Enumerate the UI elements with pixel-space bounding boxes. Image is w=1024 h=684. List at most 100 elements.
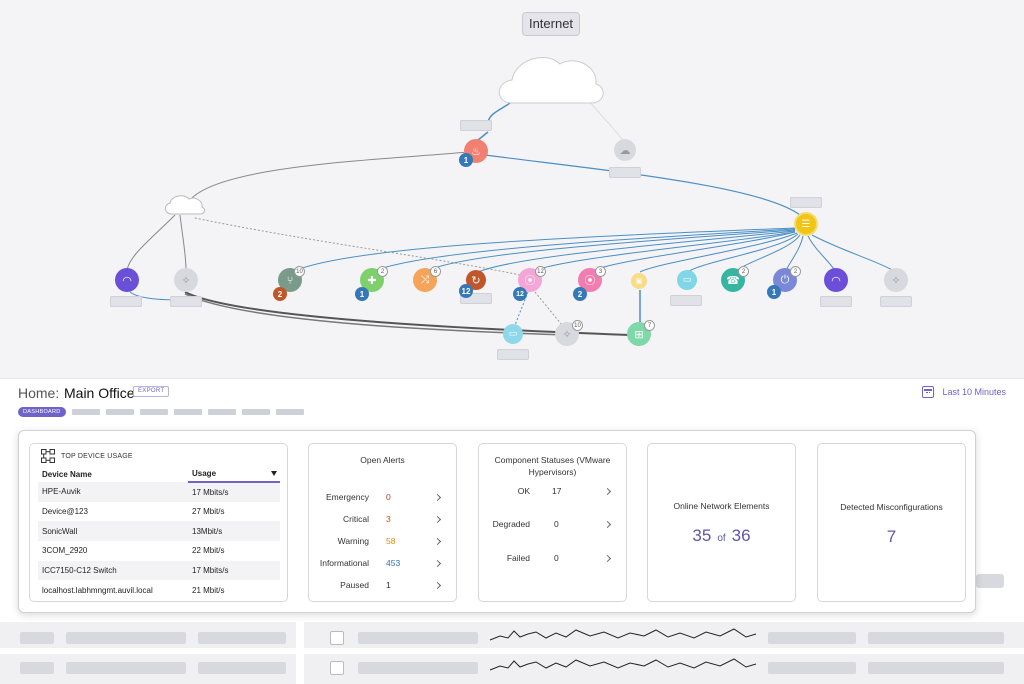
- dashboard-panel: TOP DEVICE USAGE Device Name Usage HPE-A…: [18, 430, 976, 613]
- total-count: 36: [731, 526, 751, 545]
- device-count-badge: 2: [790, 266, 801, 277]
- tab-placeholder[interactable]: [241, 409, 270, 415]
- online-count: 35: [692, 526, 712, 545]
- component-statuses-title: Component Statuses (VMware Hypervisors): [479, 454, 626, 478]
- status-row-ok[interactable]: OK 17: [479, 486, 626, 498]
- row-checkbox[interactable]: [330, 631, 344, 645]
- network-topology-map[interactable]: Internet ♨ 1 ☁ ☰ ◠ ✧ ⑂ 10 2 ✚ 2 1 ⤨ 6 ↻ …: [0, 0, 1024, 378]
- node-label-placeholder: [460, 293, 492, 304]
- unmanaged-node[interactable]: ✧: [174, 268, 198, 292]
- column-header-usage[interactable]: Usage: [188, 466, 280, 483]
- row-placeholder: [768, 662, 856, 674]
- row-placeholder: [198, 662, 286, 674]
- plug-icon: ⏻: [780, 273, 790, 286]
- phone-node[interactable]: ☎: [721, 268, 745, 292]
- time-range-selector[interactable]: Last 10 Minutes: [922, 386, 1006, 398]
- alert-label: Informational: [319, 558, 369, 568]
- title-line: Component Statuses (VMware: [494, 455, 611, 465]
- status-label: OK: [517, 486, 530, 496]
- tab-placeholder[interactable]: [173, 409, 202, 415]
- usage-card-header: TOP DEVICE USAGE: [41, 449, 133, 463]
- row-placeholder: [66, 632, 186, 644]
- device-name-cell: ICC7150-C12 Switch: [38, 560, 188, 581]
- monitor-node[interactable]: ▭: [677, 270, 697, 290]
- usage-card-title: TOP DEVICE USAGE: [61, 452, 133, 460]
- device-count-badge: 12: [535, 266, 546, 277]
- tab-dashboard[interactable]: DASHBOARD: [18, 407, 66, 417]
- cloud-icon: ☁: [619, 143, 631, 157]
- page-title: Main Office: [64, 385, 135, 401]
- chevron-right-icon: [433, 515, 442, 524]
- node-count-badge: 1: [355, 287, 369, 301]
- row-placeholder: [20, 662, 54, 674]
- row-placeholder: [20, 632, 54, 644]
- tab-placeholder[interactable]: [139, 409, 168, 415]
- device-icon: ▣: [635, 277, 643, 285]
- shuffle-node[interactable]: ⤨: [413, 268, 437, 292]
- wifi-icon: ⦿: [584, 274, 596, 287]
- monitor-node[interactable]: ▭: [503, 324, 523, 344]
- usage-cell: 17 Mbits/s: [188, 560, 280, 581]
- monitor-icon: ▭: [682, 275, 692, 285]
- small-device-node[interactable]: ▣: [631, 273, 647, 289]
- device-name-cell: SonicWall: [38, 521, 188, 542]
- cloud-device-node[interactable]: ☁: [614, 139, 636, 161]
- node-label-placeholder: [609, 167, 641, 178]
- detected-misconfigurations-card[interactable]: Detected Misconfigurations 7: [817, 443, 966, 602]
- server-icon: ☰: [801, 218, 811, 230]
- gauge-node[interactable]: ◠: [824, 268, 848, 292]
- hub-switch-node[interactable]: ☰: [794, 212, 818, 236]
- chevron-right-icon: [433, 559, 442, 568]
- alert-label: Warning: [337, 536, 369, 546]
- alert-row-emergency[interactable]: Emergency 0: [309, 492, 456, 504]
- alert-row-warning[interactable]: Warning 58: [309, 536, 456, 548]
- tab-placeholder[interactable]: [105, 409, 134, 415]
- unmanaged-node[interactable]: ✧: [884, 268, 908, 292]
- refresh-icon: ↻: [471, 273, 481, 287]
- tab-placeholder[interactable]: [207, 409, 236, 415]
- row-checkbox[interactable]: [330, 661, 344, 675]
- chevron-right-icon: [433, 581, 442, 590]
- gauge-icon: ◠: [831, 273, 841, 287]
- alert-row-paused[interactable]: Paused 1: [309, 580, 456, 592]
- row-placeholder: [66, 662, 186, 674]
- breadcrumb-home[interactable]: Home:: [18, 385, 60, 401]
- export-button[interactable]: EXPORT: [133, 386, 170, 397]
- status-row-degraded[interactable]: Degraded 0: [479, 519, 626, 531]
- alert-value: 58: [386, 536, 396, 546]
- node-label-placeholder: [880, 296, 912, 307]
- alert-value: 3: [386, 514, 391, 524]
- tab-placeholder[interactable]: [71, 409, 100, 415]
- device-count-badge: 10: [572, 320, 583, 331]
- status-row-failed[interactable]: Failed 0: [479, 553, 626, 565]
- alert-row-informational[interactable]: Informational 453: [309, 558, 456, 570]
- time-range-label: Last 10 Minutes: [942, 387, 1006, 397]
- wifi-icon: ⦿: [524, 274, 536, 287]
- device-name-cell: 3COM_2920: [42, 546, 88, 556]
- tab-placeholder[interactable]: [275, 409, 304, 415]
- phone-icon: ☎: [726, 273, 740, 287]
- grid-icon: ⊞: [634, 327, 644, 341]
- column-header-device-name[interactable]: Device Name: [42, 469, 92, 479]
- alert-value: 0: [386, 492, 391, 502]
- sync-node[interactable]: ↻: [466, 270, 486, 290]
- alert-label: Emergency: [326, 492, 369, 502]
- gauge-node[interactable]: ◠: [115, 268, 139, 292]
- dashboard-tabs: DASHBOARD: [18, 407, 304, 417]
- online-elements-title: Online Network Elements: [673, 501, 770, 511]
- node-count-badge: 2: [273, 287, 287, 301]
- node-label-placeholder: [460, 120, 492, 131]
- flame-icon: ♨: [471, 144, 481, 158]
- row-placeholder: [868, 632, 1004, 644]
- alert-row-critical[interactable]: Critical 3: [309, 514, 456, 526]
- column-header-usage-label: Usage: [192, 469, 217, 478]
- misconfigurations-title: Detected Misconfigurations: [840, 502, 943, 512]
